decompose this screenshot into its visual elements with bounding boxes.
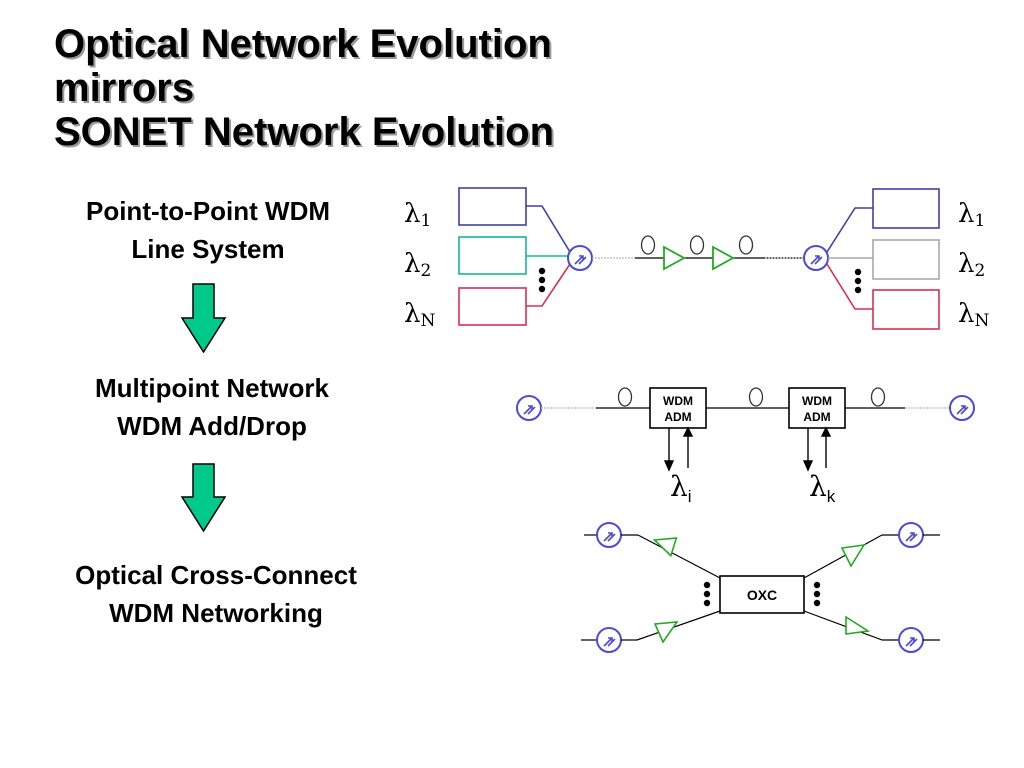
stage-label-multipoint: Multipoint Network WDM Add/Drop xyxy=(22,369,402,445)
wavelength-label: λN xyxy=(404,299,435,331)
stage-label-line: WDM Add/Drop xyxy=(117,411,307,441)
transmitter-box-n xyxy=(458,287,527,326)
mux-coupler-icon xyxy=(898,627,924,653)
stage-label-line: Multipoint Network xyxy=(95,373,329,403)
mux-coupler-icon xyxy=(898,522,924,548)
fiber-loop-icon xyxy=(738,235,754,255)
adm-box-label: ADM xyxy=(803,410,830,424)
stage-label-line: Line System xyxy=(131,234,285,264)
amplifier-triangle-icon xyxy=(652,537,678,558)
mux-coupler-icon xyxy=(516,395,542,421)
fiber-loop-icon xyxy=(870,387,886,407)
oxc-box xyxy=(719,575,805,614)
amplifier-triangle-icon xyxy=(663,245,686,271)
adm-box-label: WDM xyxy=(802,394,832,408)
mux-coupler-icon xyxy=(949,395,975,421)
stage-label-cross-connect: Optical Cross-Connect WDM Networking xyxy=(16,556,416,632)
mux-coupler-icon xyxy=(567,245,593,271)
ellipsis-dots xyxy=(538,267,546,293)
wavelength-label: λ2 xyxy=(404,249,431,281)
mux-coupler-icon xyxy=(596,627,622,653)
slide-title: Optical Network Evolution mirrors SONET … xyxy=(54,22,554,154)
fiber-loop-icon xyxy=(689,235,705,255)
adm-box-label: ADM xyxy=(664,410,691,424)
ellipsis-dots xyxy=(703,581,711,607)
title-line-1: Optical Network Evolution xyxy=(54,22,552,66)
down-arrow-icon xyxy=(180,283,227,354)
title-line-2: mirrors xyxy=(54,66,195,110)
mux-coupler-icon xyxy=(596,522,622,548)
wavelength-label: λ2 xyxy=(958,249,985,281)
ellipsis-dots xyxy=(813,581,821,607)
fiber-loop-icon xyxy=(748,387,764,407)
receiver-box-1 xyxy=(872,188,940,229)
amplifier-triangle-icon xyxy=(845,615,871,635)
receiver-box-2 xyxy=(872,239,940,280)
add-drop-network: WDM ADM WDM ADM λi λk xyxy=(516,387,975,506)
wdm-adm-box-1 xyxy=(649,387,707,429)
amplifier-triangle-icon xyxy=(653,621,679,644)
stage-label-line: Point-to-Point WDM xyxy=(85,196,331,226)
wavelength-label: λ1 xyxy=(404,199,431,231)
adm-box-label: WDM xyxy=(663,394,693,408)
stage-label-line: Optical Cross-Connect xyxy=(75,560,357,590)
title-line-3: SONET Network Evolution xyxy=(54,110,555,154)
oxc-label: OXC xyxy=(747,587,777,603)
ellipsis-dots xyxy=(854,268,862,294)
receiver-box-n xyxy=(872,289,940,330)
drop-wavelength-label: λi xyxy=(670,470,692,506)
wavelength-label: λN xyxy=(958,299,989,331)
mux-coupler-icon xyxy=(803,245,829,271)
wdm-adm-box-2 xyxy=(788,387,846,429)
amplifier-triangle-icon xyxy=(840,543,866,568)
stage-label-line: WDM Networking xyxy=(109,598,323,628)
drop-add-arrows xyxy=(663,426,832,472)
fiber-loop-icon xyxy=(640,235,656,255)
drop-wavelength-label: λk xyxy=(809,470,836,506)
transmitter-box-2 xyxy=(458,236,527,275)
down-arrow-icon xyxy=(180,463,227,533)
wavelength-label: λ1 xyxy=(958,199,985,231)
stage-label-point-to-point: Point-to-Point WDM Line System xyxy=(18,192,398,268)
fiber-loop-icon xyxy=(617,387,633,407)
point-to-point-system: λ1 λ2 λN λ1 λ2 λN xyxy=(404,187,989,331)
cross-connect-network: OXC xyxy=(581,522,940,653)
amplifier-triangle-icon xyxy=(712,245,735,271)
transmitter-box-1 xyxy=(458,187,527,226)
